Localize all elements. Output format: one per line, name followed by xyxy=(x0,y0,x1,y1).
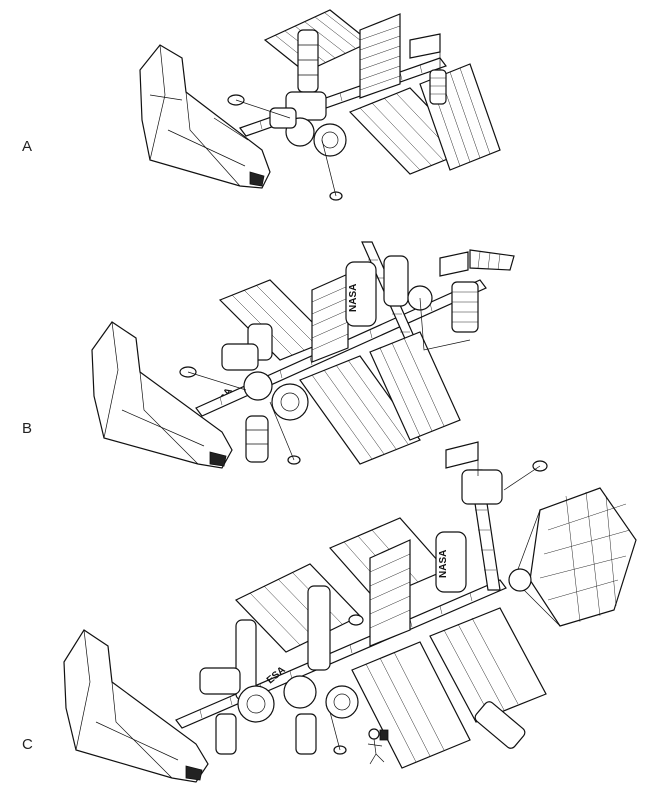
antenna-dish-icon xyxy=(329,460,548,755)
panel-c: C xyxy=(0,430,660,792)
panel-a: A xyxy=(0,0,660,220)
panel-b: B ESA NASA xyxy=(0,220,660,480)
pressurized-module-icon xyxy=(269,29,347,157)
module-mark-text: NASA xyxy=(348,284,359,312)
telescope-hexagon-array-icon xyxy=(513,487,637,627)
solar-array-icon xyxy=(234,517,547,769)
pressurized-module-icon: NASA xyxy=(221,255,479,463)
antenna-dish-icon xyxy=(179,285,471,465)
space-shuttle-icon xyxy=(139,44,271,189)
module-mark-text: NASA xyxy=(438,550,449,578)
panel-label-c: C xyxy=(22,736,33,753)
pressurized-module-icon: NASA ESA xyxy=(199,469,526,755)
astronaut-icon xyxy=(367,728,389,765)
antenna-dish-icon xyxy=(227,94,343,201)
radiator-icon xyxy=(311,273,349,363)
station-config-c-drawing: NASA ESA xyxy=(63,441,637,783)
solar-array-icon xyxy=(218,279,461,465)
radiator-icon xyxy=(359,13,401,99)
flag-icon xyxy=(439,249,515,277)
station-config-a-drawing xyxy=(139,9,501,201)
radiator-icon xyxy=(369,539,411,647)
station-config-b-drawing: ESA NASA xyxy=(91,241,515,469)
panel-label-b: B xyxy=(22,420,33,437)
panel-label-a: A xyxy=(22,138,33,155)
space-shuttle-icon xyxy=(63,629,209,783)
flag-icon xyxy=(445,441,479,476)
flag-icon xyxy=(409,33,447,105)
